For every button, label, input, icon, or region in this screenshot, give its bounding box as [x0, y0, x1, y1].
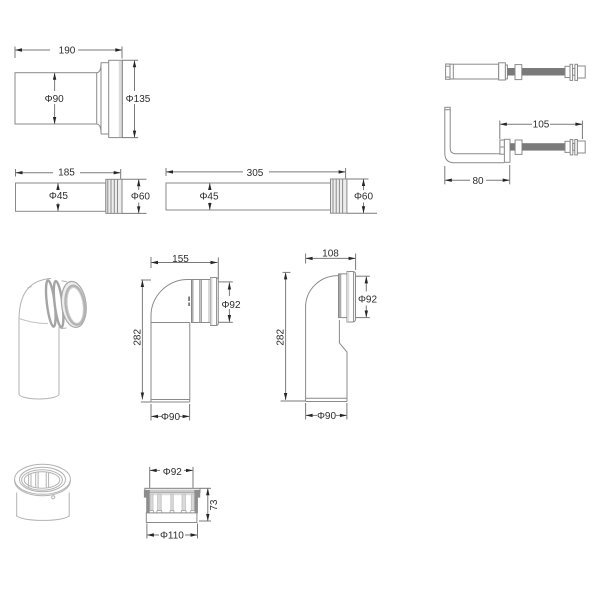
svg-text:Φ45: Φ45: [199, 192, 219, 203]
svg-text:190: 190: [59, 46, 76, 57]
svg-text:185: 185: [58, 168, 75, 179]
svg-text:282: 282: [276, 329, 287, 346]
svg-text:Φ110: Φ110: [160, 531, 184, 542]
svg-text:Φ90: Φ90: [161, 412, 181, 423]
svg-text:Φ45: Φ45: [49, 191, 69, 202]
svg-text:Φ135: Φ135: [126, 94, 151, 105]
svg-text:305: 305: [247, 168, 264, 179]
svg-text:105: 105: [533, 120, 550, 131]
svg-text:Φ92: Φ92: [221, 300, 241, 311]
svg-text:80: 80: [472, 176, 484, 187]
svg-text:73: 73: [209, 499, 220, 511]
svg-text:Φ92: Φ92: [358, 295, 378, 306]
svg-text:Φ92: Φ92: [163, 467, 183, 478]
svg-text:Φ90: Φ90: [317, 411, 337, 422]
svg-text:108: 108: [322, 249, 339, 260]
svg-text:Φ60: Φ60: [131, 191, 151, 202]
svg-text:155: 155: [172, 254, 189, 265]
svg-text:282: 282: [132, 329, 143, 346]
svg-text:Φ90: Φ90: [45, 94, 65, 105]
svg-text:Φ60: Φ60: [354, 192, 374, 203]
